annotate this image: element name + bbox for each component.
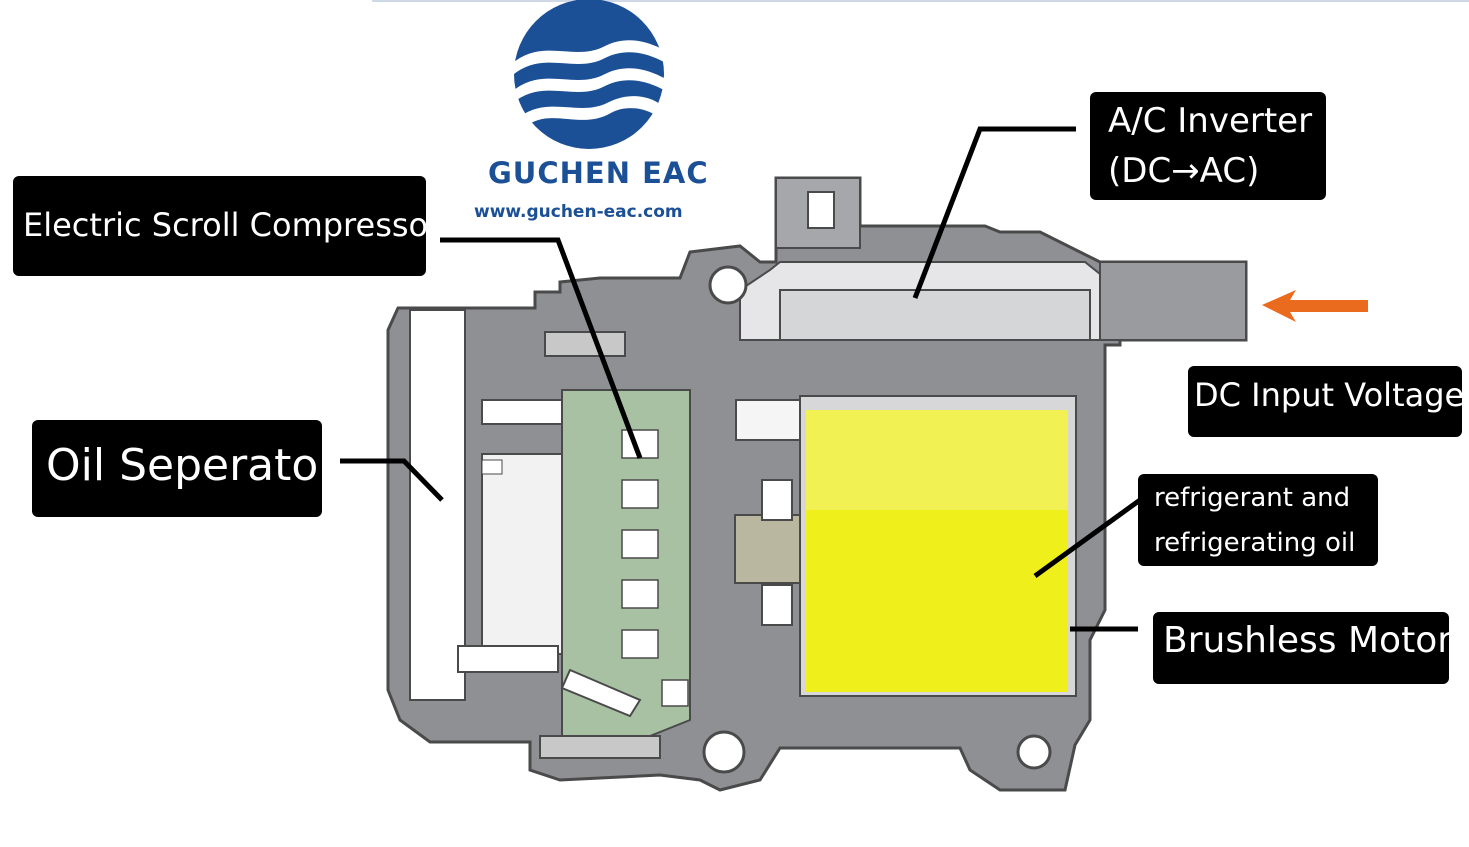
leader-lines [340,126,1142,632]
label-scroll-compressor-text: Electric Scroll Compressor [23,206,442,244]
label-dc-input: DC Input Voltage [1188,366,1465,437]
label-ac-inverter: A/C Inverter (DC→AC) [1090,92,1326,200]
label-dc-input-text: DC Input Voltage [1194,376,1465,414]
dc-input-arrow-icon [1262,290,1368,322]
label-refrigerant-line1: refrigerant and [1154,483,1351,513]
label-refrigerant: refrigerant and refrigerating oil [1138,474,1378,566]
label-oil-separator: Oil Seperator [32,420,337,517]
brand-url: www.guchen-eac.com [474,202,683,222]
label-brushless-motor: Brushless Motor [1153,612,1453,684]
motor-highlight [806,410,1068,692]
label-brushless-motor-text: Brushless Motor [1163,620,1453,661]
label-ac-inverter-line1: A/C Inverter [1108,101,1313,141]
label-oil-separator-text: Oil Seperator [46,440,337,491]
label-ac-inverter-line2: (DC→AC) [1108,151,1260,191]
brand-name: GUCHEN EAC [488,156,709,190]
label-scroll-compressor: Electric Scroll Compressor [13,176,442,276]
guchen-logo-mark-icon [514,0,664,149]
label-refrigerant-line2: refrigerating oil [1154,528,1356,558]
